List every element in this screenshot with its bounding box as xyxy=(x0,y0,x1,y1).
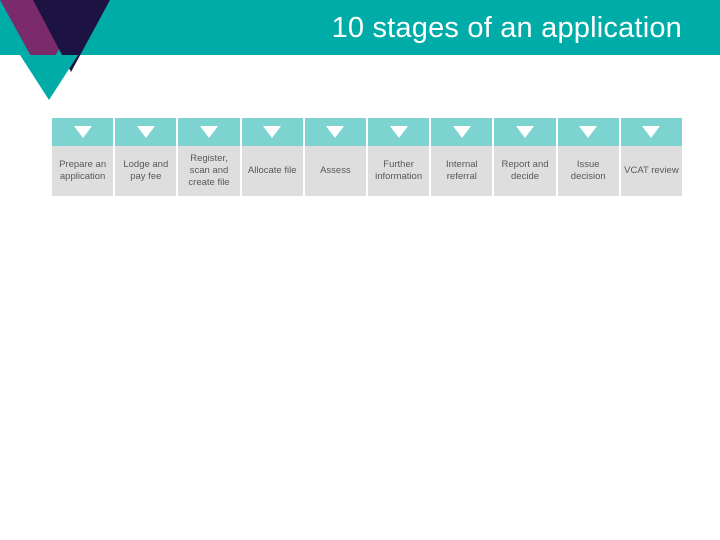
triangle-down-icon xyxy=(642,126,661,138)
stage-label: Allocate file xyxy=(247,165,297,176)
stage-label-box: Further information xyxy=(368,146,430,196)
stage-label-box: VCAT review xyxy=(620,146,683,196)
stage-label-box: Lodge and pay fee xyxy=(115,146,177,196)
stage-label: VCAT review xyxy=(624,165,679,176)
triangle-down-icon xyxy=(579,126,598,138)
stage-column[interactable]: Internal referral xyxy=(431,118,493,196)
stage-label: Further information xyxy=(375,159,423,182)
stage-label: Lodge and pay fee xyxy=(123,159,169,182)
stage-label-box: Prepare an application xyxy=(52,146,114,196)
stage-column[interactable]: Assess xyxy=(304,118,367,196)
stage-column[interactable]: Further information xyxy=(368,118,430,196)
stage-arrow-band xyxy=(304,118,367,146)
triangle-down-icon xyxy=(452,126,471,138)
logo-teal-triangle xyxy=(20,55,78,100)
stage-column[interactable]: VCAT review xyxy=(620,118,683,196)
stage-label: Register, scan and create file xyxy=(188,153,230,188)
stage-label: Prepare an application xyxy=(59,159,107,182)
stage-label-box: Register, scan and create file xyxy=(178,146,240,196)
stage-arrow-band xyxy=(620,118,683,146)
triangle-down-icon xyxy=(389,126,408,138)
stage-arrow-band xyxy=(178,118,240,146)
stage-label: Internal referral xyxy=(445,159,478,182)
triangle-down-icon xyxy=(136,126,155,138)
stage-label-box: Assess xyxy=(304,146,367,196)
stage-column[interactable]: Report and decide xyxy=(494,118,556,196)
stage-label-box: Allocate file xyxy=(241,146,303,196)
stage-column[interactable]: Lodge and pay fee xyxy=(115,118,177,196)
stage-label: Issue decision xyxy=(570,159,606,182)
stage-column[interactable]: Prepare an application xyxy=(52,118,114,196)
stage-column[interactable]: Allocate file xyxy=(241,118,303,196)
stage-arrow-band xyxy=(431,118,493,146)
stage-arrow-band xyxy=(557,118,619,146)
stage-arrow-band xyxy=(241,118,303,146)
stage-flow-diagram: Prepare an application Lodge and pay fee… xyxy=(52,118,683,196)
stage-arrow-band xyxy=(52,118,114,146)
stage-arrow-band xyxy=(494,118,556,146)
triangle-down-icon xyxy=(326,126,345,138)
stage-label-box: Report and decide xyxy=(494,146,556,196)
triangle-down-icon xyxy=(263,126,282,138)
triangle-down-icon xyxy=(516,126,535,138)
stage-label-box: Internal referral xyxy=(431,146,493,196)
stage-column[interactable]: Issue decision xyxy=(557,118,619,196)
stage-label: Assess xyxy=(320,165,351,176)
stage-arrow-band xyxy=(115,118,177,146)
stage-arrow-band xyxy=(368,118,430,146)
triangle-down-icon xyxy=(200,126,218,138)
triangle-down-icon xyxy=(73,126,92,138)
header-banner xyxy=(0,0,720,55)
page-title: 10 stages of an application xyxy=(331,12,682,44)
stage-label: Report and decide xyxy=(501,159,549,182)
stage-label-box: Issue decision xyxy=(557,146,619,196)
stage-column[interactable]: Register, scan and create file xyxy=(178,118,240,196)
